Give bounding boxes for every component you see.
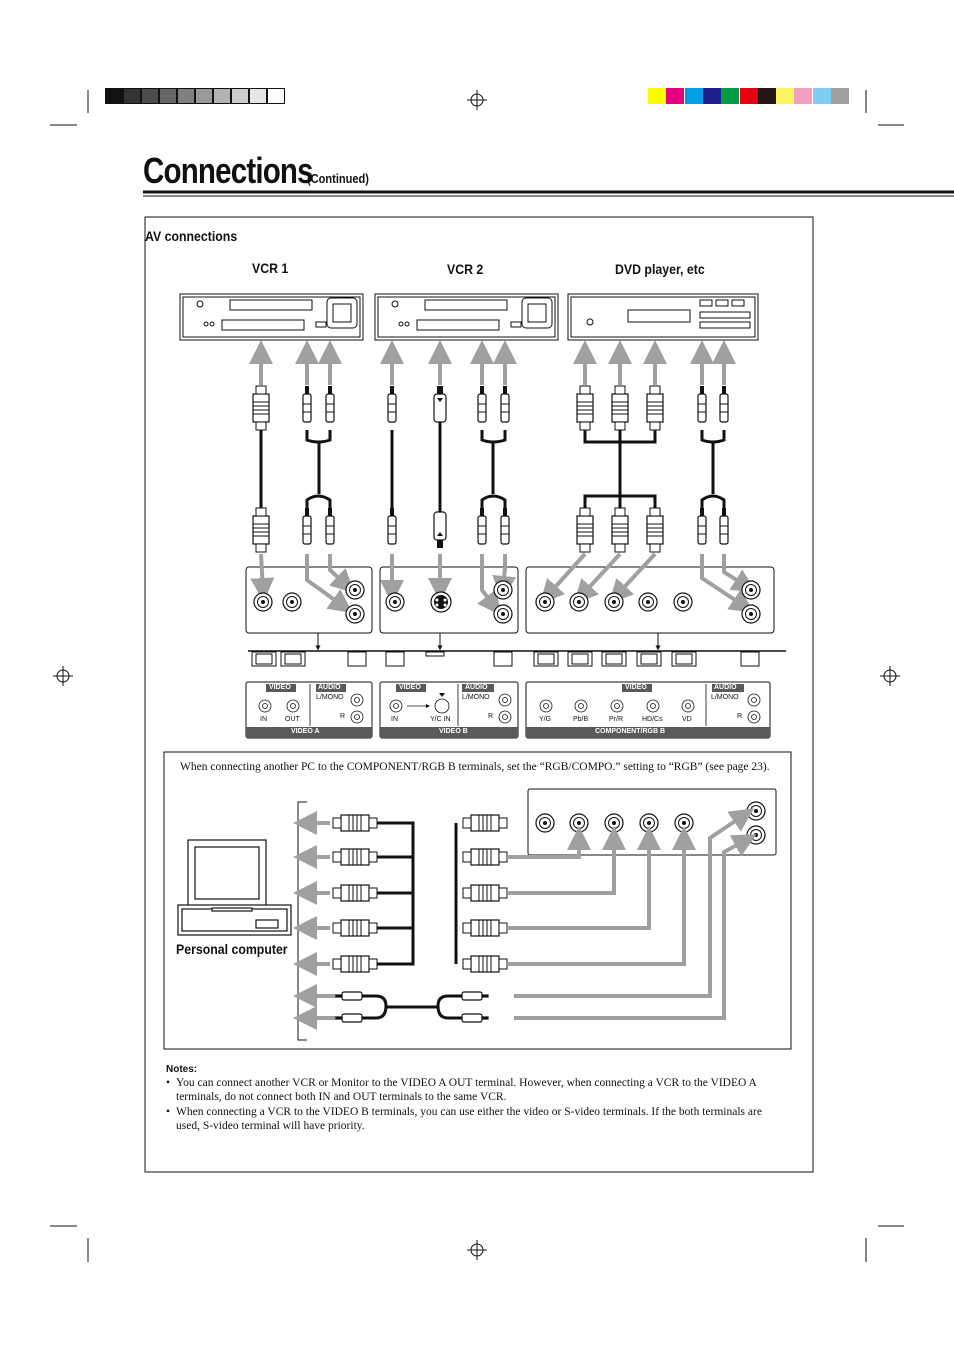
color-swatch [831, 88, 849, 104]
color-swatch [721, 88, 740, 104]
component-vd: VD [682, 716, 692, 723]
color-swatch [739, 88, 758, 104]
grayscale-swatch [267, 88, 285, 104]
video-a-name: VIDEO A [291, 728, 320, 735]
notes-title: Notes: [166, 1064, 198, 1075]
vcr2-label: VCR 2 [447, 261, 484, 277]
color-swatch [684, 88, 703, 104]
video-b-audio-tag: AUDIO [465, 684, 488, 691]
component-pbb: Pb/B [573, 716, 589, 723]
section-title: AV connections [145, 228, 238, 244]
note-item: •You can connect another VCR or Monitor … [166, 1076, 781, 1104]
svideo-jack [430, 591, 452, 613]
component-lmono: L/MONO [711, 694, 739, 701]
note-text: When connecting a VCR to the VIDEO B ter… [176, 1106, 762, 1132]
vcr2-device [374, 293, 559, 341]
color-swatch [702, 88, 721, 104]
component-name: COMPONENT/RGB B [595, 728, 665, 735]
grayscale-swatch [177, 88, 195, 104]
component-audio-tag: AUDIO [714, 684, 737, 691]
color-swatch [757, 88, 776, 104]
crop-marks [50, 90, 904, 1262]
video-a-video-tag: VIDEO [269, 684, 291, 691]
video-b-lmono: L/MONO [462, 694, 490, 701]
dvd-label: DVD player, etc [615, 261, 705, 277]
color-swatch [812, 88, 831, 104]
color-swatch [666, 88, 685, 104]
grayscale-swatch [105, 88, 123, 104]
color-swatch [794, 88, 813, 104]
component-r: R [737, 713, 743, 720]
video-a-out: OUT [285, 716, 300, 723]
grayscale-swatch [195, 88, 213, 104]
video-b-in: IN [391, 716, 398, 723]
color-swatch [648, 88, 666, 104]
page-title: Connections [143, 150, 314, 191]
note-text: You can connect another VCR or Monitor t… [176, 1077, 757, 1103]
svideo-plug-top [433, 386, 447, 423]
vcr1-label: VCR 1 [252, 260, 289, 276]
video-a-lmono: L/MONO [316, 694, 344, 701]
component-yg: Y/G [539, 716, 552, 723]
grayscale-swatch [123, 88, 141, 104]
pc-label: Personal computer [176, 941, 288, 957]
pc-note: When connecting another PC to the COMPON… [180, 761, 770, 773]
grayscale-swatch [213, 88, 231, 104]
dvd-device [567, 293, 759, 341]
video-a-in: IN [260, 716, 267, 723]
grayscale-swatch [141, 88, 159, 104]
vcr1-device [179, 293, 364, 341]
pc-device [177, 839, 292, 936]
note-item: •When connecting a VCR to the VIDEO B te… [166, 1105, 781, 1133]
component-video-tag: VIDEO [625, 684, 647, 691]
grayscale-swatch [249, 88, 267, 104]
video-b-name: VIDEO B [439, 728, 468, 735]
video-b-video-tag: VIDEO [399, 684, 421, 691]
component-hdcs: HD/Cs [642, 716, 663, 723]
video-b-yc-in: Y/C IN [430, 716, 451, 723]
color-swatch [776, 88, 795, 104]
grayscale-swatch [159, 88, 177, 104]
grayscale-swatch [231, 88, 249, 104]
video-a-audio-tag: AUDIO [318, 684, 341, 691]
component-prr: Pr/R [609, 716, 623, 723]
video-a-r: R [340, 713, 346, 720]
svideo-plug-bottom [433, 511, 447, 548]
page-subtitle: (Continued) [307, 171, 369, 186]
video-b-r: R [488, 713, 494, 720]
